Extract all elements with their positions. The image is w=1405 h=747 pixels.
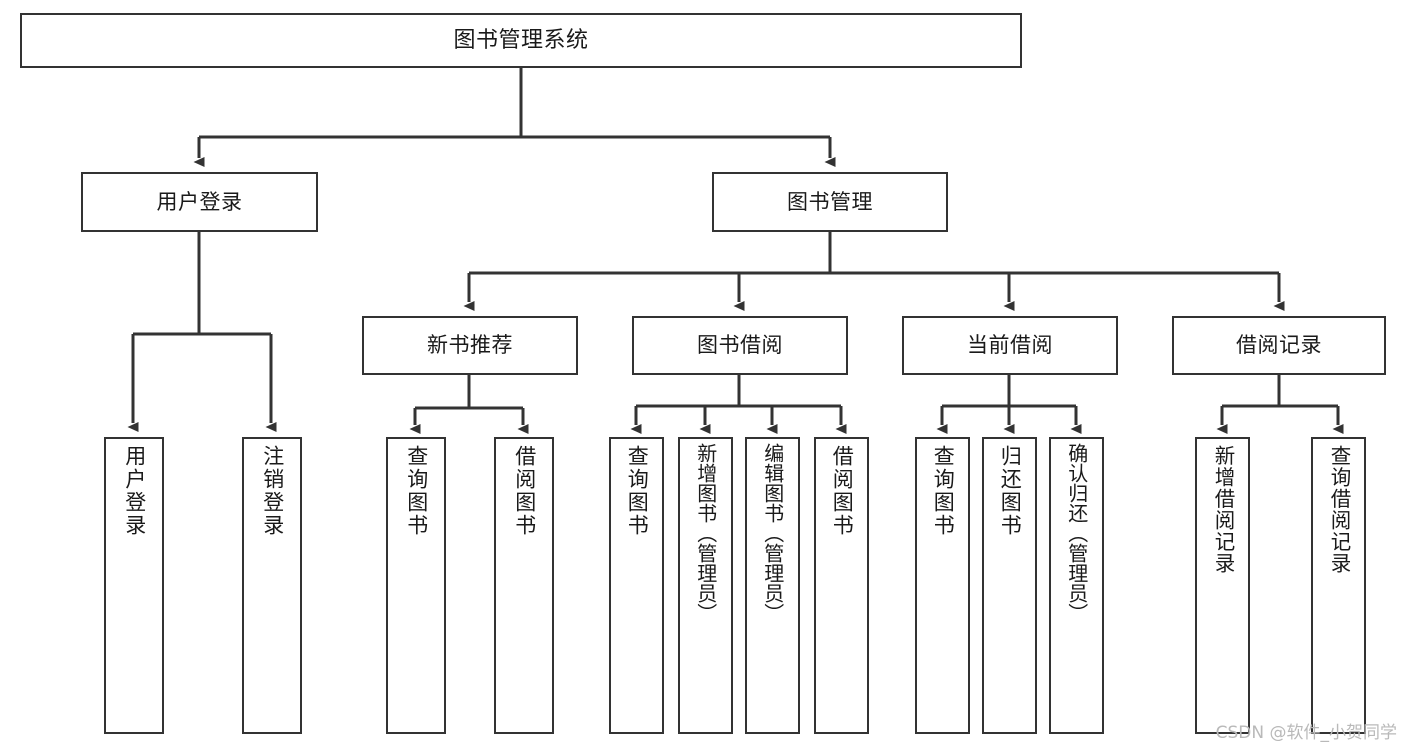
leaf-bookborrow-borrow-book[interactable]: 借阅图书 [814,437,869,734]
node-label: 借阅记录 [1236,333,1322,358]
node-label: 编辑图书（管理员） [760,443,785,623]
node-borrow-record[interactable]: 借阅记录 [1172,316,1386,375]
node-label: 注销登录 [260,445,285,537]
leaf-bookborrow-add-book-admin[interactable]: 新增图书（管理员） [678,437,733,734]
leaf-bookborrow-edit-book-admin[interactable]: 编辑图书（管理员） [745,437,800,734]
leaf-newbook-borrow-book[interactable]: 借阅图书 [494,437,554,734]
leaf-bookborrow-query-book[interactable]: 查询图书 [609,437,664,734]
node-label: 新书推荐 [427,333,513,358]
node-label: 用户登录 [122,445,147,537]
node-label: 图书借阅 [697,333,783,358]
leaf-currentborrow-confirm-return-admin[interactable]: 确认归还（管理员） [1049,437,1104,734]
node-label: 确认归还（管理员） [1064,443,1089,623]
leaf-user-login[interactable]: 用户登录 [104,437,164,734]
csdn-watermark: CSDN @软件_小贺同学 [1215,723,1397,743]
node-current-borrow[interactable]: 当前借阅 [902,316,1118,375]
leaf-borrowrecord-query-record[interactable]: 查询借阅记录 [1311,437,1366,734]
node-label: 图书管理系统 [453,27,589,53]
node-label: 当前借阅 [967,333,1053,358]
node-user-login[interactable]: 用户登录 [81,172,318,232]
node-label: 归还图书 [998,445,1023,537]
leaf-currentborrow-query-book[interactable]: 查询图书 [915,437,970,734]
node-book-borrow[interactable]: 图书借阅 [632,316,848,375]
node-label: 图书管理 [787,189,873,214]
node-root-library-system[interactable]: 图书管理系统 [20,13,1022,68]
node-label: 借阅图书 [830,445,855,537]
node-label: 用户登录 [156,189,243,214]
node-label: 新增借阅记录 [1210,445,1235,574]
leaf-borrowrecord-add-record[interactable]: 新增借阅记录 [1195,437,1250,734]
node-label: 查询借阅记录 [1326,445,1351,574]
node-book-management[interactable]: 图书管理 [712,172,948,232]
node-label: 查询图书 [625,445,650,537]
node-label: 查询图书 [931,445,956,537]
node-label: 查询图书 [404,445,429,537]
leaf-currentborrow-return-book[interactable]: 归还图书 [982,437,1037,734]
node-label: 借阅图书 [512,445,537,537]
node-label: 新增图书（管理员） [693,443,718,623]
node-new-book-recommend[interactable]: 新书推荐 [362,316,578,375]
leaf-logout[interactable]: 注销登录 [242,437,302,734]
leaf-newbook-query-book[interactable]: 查询图书 [386,437,446,734]
